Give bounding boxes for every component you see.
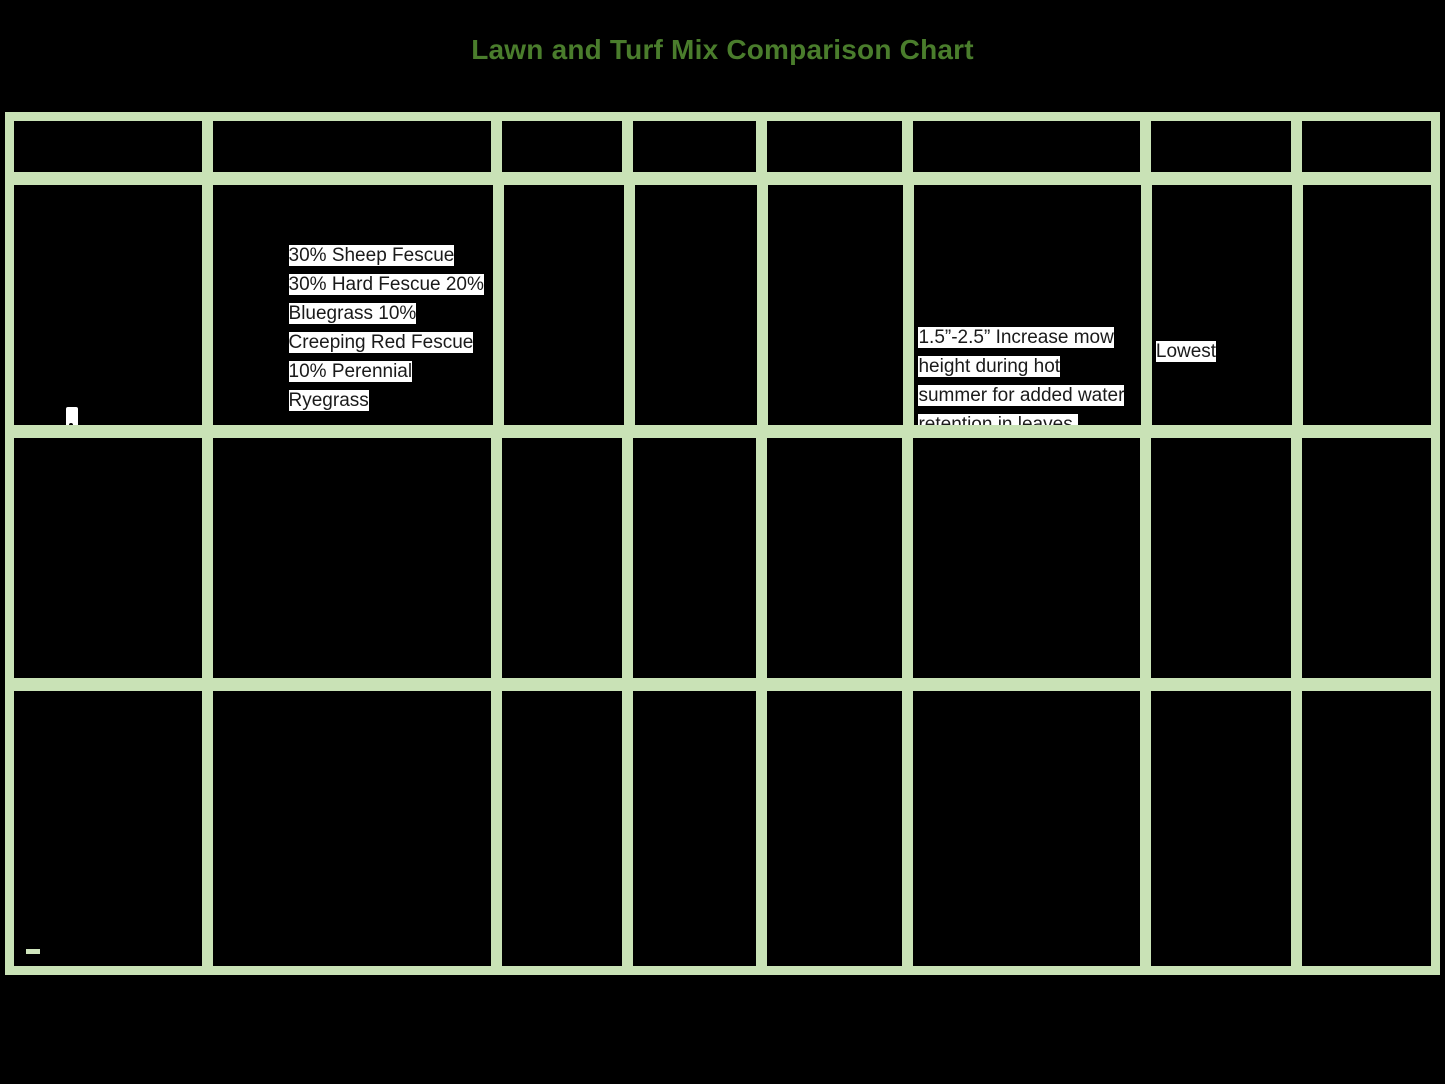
page-title: Lawn and Turf Mix Comparison Chart xyxy=(471,34,974,65)
mix-name-glyph-fragment xyxy=(66,407,78,426)
mow-height-value: 1.5”-2.5” Increase mow height during hot… xyxy=(918,327,1125,426)
cell-notes xyxy=(1302,438,1432,679)
cell-water-needs xyxy=(1151,438,1292,679)
cell-water-needs: Lowest xyxy=(1151,185,1292,426)
table-header-row xyxy=(14,121,1432,173)
cell-traffic xyxy=(766,438,903,679)
cell-mix-name xyxy=(14,185,202,426)
header-cell-mow-height xyxy=(913,121,1141,173)
cell-notes xyxy=(1302,691,1432,966)
cell-sun xyxy=(501,691,622,966)
cell-shade xyxy=(632,691,756,966)
cell-sun xyxy=(501,438,622,679)
page-footer: Rainier Seeds | RainierSeeds.com | 800-7… xyxy=(0,975,1445,1084)
cell-shade xyxy=(634,185,758,426)
cell-water-needs xyxy=(1151,691,1292,966)
cell-mix-name xyxy=(14,691,202,966)
header-cell-notes xyxy=(1302,121,1432,173)
table-row: 30% Sheep Fescue 30% Hard Fescue 20% Blu… xyxy=(14,185,1431,426)
table-row xyxy=(14,691,1432,966)
cell-composition xyxy=(212,438,491,679)
header-cell-sun xyxy=(501,121,622,173)
table-row xyxy=(14,438,1432,679)
cell-mix-name xyxy=(14,438,202,679)
header-cell-composition xyxy=(212,121,491,173)
cell-mow-height: 1.5”-2.5” Increase mow height during hot… xyxy=(914,185,1141,426)
header-cell-traffic xyxy=(766,121,903,173)
header-cell-mix-name xyxy=(14,121,202,173)
row-corner-artifact xyxy=(26,949,40,955)
water-needs-value: Lowest xyxy=(1155,341,1217,363)
cell-notes xyxy=(1302,185,1431,426)
cell-sun xyxy=(503,185,624,426)
header-cell-water-needs xyxy=(1151,121,1292,173)
cell-mow-height xyxy=(913,438,1141,679)
cell-traffic xyxy=(766,691,903,966)
composition-value: 30% Sheep Fescue 30% Hard Fescue 20% Blu… xyxy=(288,245,484,412)
header-cell-shade xyxy=(632,121,756,173)
cell-composition: 30% Sheep Fescue 30% Hard Fescue 20% Blu… xyxy=(212,185,493,426)
comparison-table: 30% Sheep Fescue 30% Hard Fescue 20% Blu… xyxy=(5,112,1440,975)
cell-mow-height xyxy=(913,691,1141,966)
page-title-bar: Lawn and Turf Mix Comparison Chart xyxy=(0,0,1445,100)
cell-composition xyxy=(212,691,491,966)
cell-traffic xyxy=(768,185,904,426)
cell-shade xyxy=(632,438,756,679)
